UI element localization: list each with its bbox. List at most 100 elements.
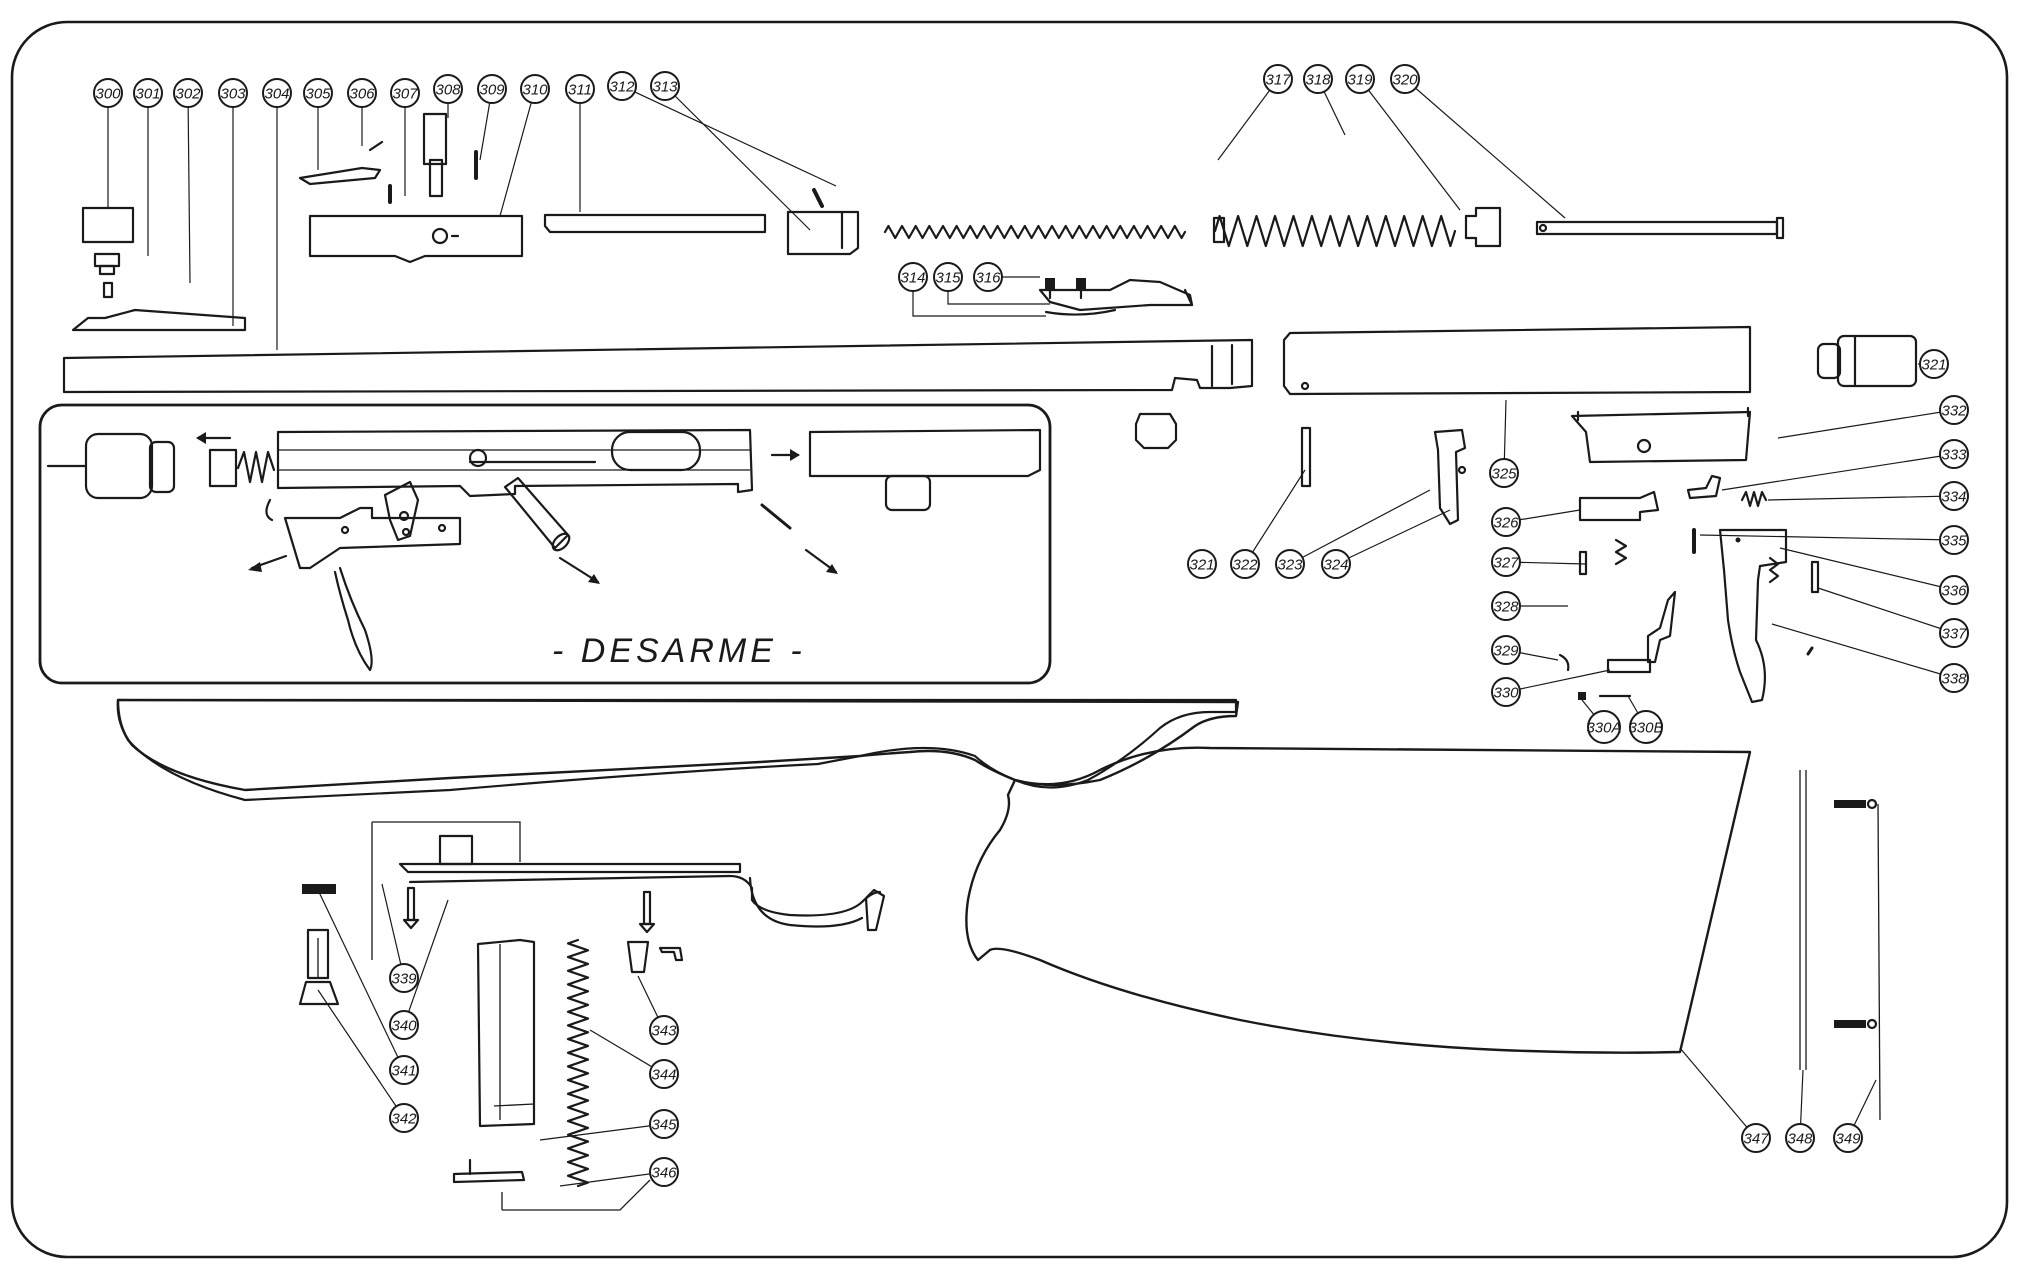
callout-343: 343 — [649, 1015, 679, 1045]
leader-line — [1817, 587, 1955, 634]
callout-341: 341 — [389, 1055, 419, 1085]
callout-label: 304 — [264, 86, 289, 103]
callout-label: 319 — [1347, 72, 1373, 89]
callout-320: 320 — [1390, 64, 1420, 94]
callout-315: 315 — [933, 262, 963, 292]
callout-label: 327 — [1493, 555, 1519, 572]
callout-label: 318 — [1305, 72, 1331, 89]
magazine-spring-344 — [566, 938, 590, 1188]
leader-line — [1767, 495, 1955, 501]
callout-314: 314 — [898, 262, 928, 292]
callout-label: 300 — [95, 86, 121, 103]
callout-label: 338 — [1941, 671, 1967, 688]
recoil-spring-317 — [883, 224, 1187, 240]
leader-line — [1679, 1047, 1757, 1139]
callout-label: 322 — [1232, 557, 1258, 574]
callout-306: 306 — [347, 78, 377, 108]
leader-line — [1404, 78, 1566, 219]
callout-339: 339 — [389, 963, 419, 993]
callout-label: 329 — [1493, 643, 1519, 660]
callout-label: 312 — [609, 79, 635, 96]
callout-321: 321 — [1919, 349, 1949, 379]
callout-label: 307 — [392, 86, 418, 103]
callout-325: 325 — [1489, 458, 1519, 488]
callout-303: 303 — [218, 78, 248, 108]
leader-line — [403, 899, 449, 1026]
callout-323: 323 — [1275, 549, 1305, 579]
callout-label: 320 — [1392, 72, 1418, 89]
leader-line — [317, 989, 405, 1119]
callout-label: 333 — [1941, 447, 1967, 464]
callout-332: 332 — [1939, 395, 1969, 425]
callout-label: 343 — [651, 1023, 677, 1040]
callout-324: 324 — [1321, 549, 1351, 579]
callout-label: 305 — [305, 86, 331, 103]
leader-line — [664, 85, 811, 231]
leader-line — [1777, 409, 1955, 439]
callout-333: 333 — [1939, 439, 1969, 469]
callout-label: 303 — [220, 86, 246, 103]
callout-312: 312 — [607, 71, 637, 101]
callout-342: 342 — [389, 1103, 419, 1133]
callout-label: 349 — [1835, 1131, 1861, 1148]
callout-label: 313 — [652, 79, 678, 96]
buttplate-parts — [1799, 770, 1881, 1121]
parts-group-right — [1300, 406, 1820, 704]
leader-line — [381, 883, 405, 979]
callout-309: 309 — [477, 74, 507, 104]
spring-318 — [1213, 214, 1457, 248]
callout-329: 329 — [1491, 635, 1521, 665]
callout-label: 332 — [1941, 403, 1967, 420]
disassembly-inset: - DESARME - — [38, 403, 1052, 685]
callout-308: 308 — [433, 74, 463, 104]
callout-label: 323 — [1277, 557, 1303, 574]
leader-line — [1779, 547, 1955, 591]
callout-301: 301 — [133, 78, 163, 108]
stock — [116, 698, 1238, 802]
callout-348: 348 — [1785, 1123, 1815, 1153]
leader-line — [1771, 623, 1955, 679]
callout-label: 342 — [391, 1111, 417, 1128]
callout-label: 308 — [435, 82, 461, 99]
stock-outline — [116, 698, 1240, 792]
callout-319: 319 — [1345, 64, 1375, 94]
callout-349: 349 — [1833, 1123, 1863, 1153]
leader-line — [621, 85, 837, 187]
callout-label: 334 — [1941, 489, 1966, 506]
parts-group-bottom — [298, 821, 886, 1211]
callout-344: 344 — [649, 1059, 679, 1089]
callout-label: 317 — [1265, 72, 1291, 89]
callout-345: 345 — [649, 1109, 679, 1139]
leader-line — [539, 1123, 665, 1141]
callout-322: 322 — [1230, 549, 1260, 579]
callout-305: 305 — [303, 78, 333, 108]
callout-label: 330 — [1493, 685, 1519, 702]
callout-label: 330B — [1628, 720, 1663, 737]
inset-title: - DESARME - — [552, 632, 806, 670]
leader-line — [187, 92, 191, 284]
callout-330: 330 — [1491, 677, 1521, 707]
callout-label: 326 — [1493, 515, 1519, 532]
callout-label: 339 — [391, 971, 417, 988]
callout-338: 338 — [1939, 663, 1969, 693]
callout-label: 309 — [479, 82, 505, 99]
stock-body — [965, 746, 1752, 1054]
callout-label: 348 — [1787, 1131, 1813, 1148]
leader-line — [559, 1171, 665, 1187]
leader-line — [1244, 469, 1306, 565]
callout-321: 321 — [1187, 549, 1217, 579]
leader-line — [1505, 669, 1611, 693]
callout-label: 310 — [522, 82, 548, 99]
callout-302: 302 — [173, 78, 203, 108]
callout-337: 337 — [1939, 618, 1969, 648]
parts-group-314-316 — [1038, 278, 1194, 316]
callout-328: 328 — [1491, 591, 1521, 621]
callout-label: 314 — [900, 270, 925, 287]
callout-label: 345 — [651, 1117, 677, 1134]
leader-line — [317, 889, 405, 1071]
callout-327: 327 — [1491, 547, 1521, 577]
callout-label: 335 — [1941, 533, 1967, 550]
callout-310: 310 — [520, 74, 550, 104]
page-border — [10, 20, 2009, 1259]
callout-label: 330A — [1586, 720, 1621, 737]
